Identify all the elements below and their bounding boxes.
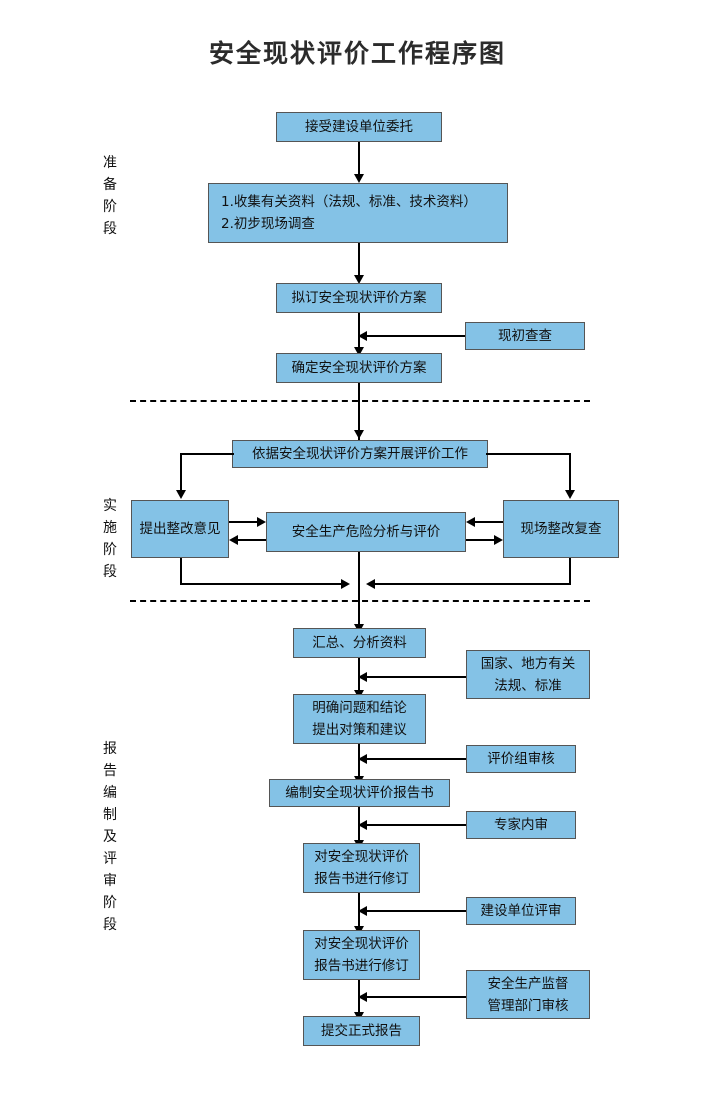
arrowhead-left-regs xyxy=(358,672,367,682)
arrowhead-left-evalgroup xyxy=(358,754,367,764)
arrowhead-left-rect-in xyxy=(229,535,238,545)
arrowhead-down-collect xyxy=(354,174,364,183)
node-construction-unit-review-label: 建设单位评审 xyxy=(480,903,562,919)
node-onsite-recheck-label: 现场整改复查 xyxy=(520,521,602,537)
node-construction-unit-review[interactable]: 建设单位评审 xyxy=(466,897,576,925)
arrowhead-down-confirm xyxy=(354,347,364,356)
node-compile-report-label: 编制安全现状评价报告书 xyxy=(285,785,434,801)
node-eval-group-review[interactable]: 评价组审核 xyxy=(466,745,576,773)
node-carry-out-evaluation[interactable]: 依据安全现状评价方案开展评价工作 xyxy=(232,440,488,468)
node-onsite-recheck[interactable]: 现场整改复查 xyxy=(503,500,619,558)
node-draft-plan[interactable]: 拟订安全现状评价方案 xyxy=(276,283,442,313)
connector-bottom-right-bus xyxy=(375,583,571,585)
node-hazard-analysis[interactable]: 安全生产危险分析与评价 xyxy=(266,512,466,552)
connector-bottom-left-bus xyxy=(180,583,343,585)
connector-regs-to-mainline xyxy=(366,676,466,678)
node-clarify-problems[interactable]: 明确问题和结论 提出对策和建议 xyxy=(293,694,426,744)
connector-carryout-right-horizontal xyxy=(486,453,571,455)
node-draft-plan-label: 拟订安全现状评价方案 xyxy=(291,290,427,306)
node-confirm-plan-label: 确定安全现状评价方案 xyxy=(291,360,427,376)
connector-accept-to-collect xyxy=(358,142,360,176)
stage-label-implementation: 实施阶段 xyxy=(103,498,117,580)
stage-divider-preparation-implementation xyxy=(130,400,590,402)
connector-recheck-down xyxy=(569,558,571,584)
arrowhead-left-safetysupervision xyxy=(358,992,367,1002)
stage-label-preparation: 准备阶段 xyxy=(103,155,117,237)
connector-evalgroup-to-mainline xyxy=(366,758,466,760)
node-clarify-problems-line2: 提出对策和建议 xyxy=(312,722,407,738)
node-preliminary-survey[interactable]: 现初查查 xyxy=(465,322,585,350)
arrowhead-left-expert xyxy=(358,820,367,830)
node-expert-internal-review-label: 专家内审 xyxy=(494,817,548,833)
node-confirm-plan[interactable]: 确定安全现状评价方案 xyxy=(276,353,442,383)
connector-safetysupervision-to-mainline xyxy=(366,996,466,998)
arrowhead-down-propose-rectification xyxy=(176,490,186,499)
connector-rect-to-hazard xyxy=(229,521,258,523)
node-carry-out-evaluation-label: 依据安全现状评价方案开展评价工作 xyxy=(252,446,468,462)
connector-hazard-to-recheck xyxy=(466,539,495,541)
arrowhead-down-onsite-recheck xyxy=(565,490,575,499)
connector-hazard-down xyxy=(358,552,360,584)
node-summarize-analyze-label: 汇总、分析资料 xyxy=(312,635,407,651)
connector-recheck-to-hazard xyxy=(474,521,503,523)
node-preliminary-survey-label: 现初查查 xyxy=(498,328,552,344)
arrowhead-right-merge-left xyxy=(341,579,350,589)
node-collect-data-line2: 2.初步现场调查 xyxy=(221,216,315,232)
arrowhead-left-survey xyxy=(358,331,367,341)
connector-carryout-left-vertical xyxy=(180,453,182,496)
node-safety-supervision-review-line1: 安全生产监督 xyxy=(487,975,569,992)
arrowhead-left-hazard-in xyxy=(466,517,475,527)
node-accept-commission[interactable]: 接受建设单位委托 xyxy=(276,112,442,142)
node-revise-report-second-line2: 报告书进行修订 xyxy=(314,958,409,974)
node-propose-rectification-label: 提出整改意见 xyxy=(139,521,221,537)
node-propose-rectification[interactable]: 提出整改意见 xyxy=(131,500,229,558)
stage-divider-implementation-reporting xyxy=(130,600,590,602)
node-collect-data[interactable]: 1.收集有关资料（法规、标准、技术资料） 2.初步现场调查 xyxy=(208,183,508,243)
arrowhead-right-hazard-in xyxy=(257,517,266,527)
node-hazard-analysis-label: 安全生产危险分析与评价 xyxy=(291,524,441,540)
node-revise-report-first-line1: 对安全现状评价 xyxy=(314,849,409,865)
connector-hazard-to-rect xyxy=(237,539,266,541)
connector-expert-to-mainline xyxy=(366,824,466,826)
arrowhead-left-constructionunit xyxy=(358,906,367,916)
node-safety-supervision-review-line2: 管理部门审核 xyxy=(487,997,569,1014)
node-safety-supervision-review[interactable]: 安全生产监督 管理部门审核 xyxy=(466,970,590,1019)
connector-carryout-left-horizontal xyxy=(180,453,234,455)
connector-merge-to-summarize xyxy=(358,583,360,632)
node-accept-commission-label: 接受建设单位委托 xyxy=(305,119,413,135)
arrowhead-right-recheck-in xyxy=(494,535,503,545)
node-national-local-regulations[interactable]: 国家、地方有关 法规、标准 xyxy=(466,650,590,699)
node-summarize-analyze[interactable]: 汇总、分析资料 xyxy=(293,628,426,658)
node-revise-report-second-line1: 对安全现状评价 xyxy=(314,936,409,952)
connector-survey-to-mainline xyxy=(366,335,465,337)
page-title: 安全现状评价工作程序图 xyxy=(208,39,506,68)
node-expert-internal-review[interactable]: 专家内审 xyxy=(466,811,576,839)
node-submit-final-report[interactable]: 提交正式报告 xyxy=(303,1016,420,1046)
node-revise-report-first[interactable]: 对安全现状评价 报告书进行修订 xyxy=(303,843,420,893)
arrowhead-down-carryout xyxy=(354,430,364,439)
node-national-local-regulations-line2: 法规、标准 xyxy=(494,677,562,694)
arrowhead-left-merge-right xyxy=(366,579,375,589)
node-collect-data-line1: 1.收集有关资料（法规、标准、技术资料） xyxy=(221,194,477,210)
node-eval-group-review-label: 评价组审核 xyxy=(487,751,555,767)
connector-confirm-to-carryout xyxy=(358,383,360,440)
node-clarify-problems-line1: 明确问题和结论 xyxy=(312,700,407,716)
connector-rect-down xyxy=(180,558,182,584)
stage-label-reporting: 报告编制及评审阶段 xyxy=(103,741,117,933)
node-revise-report-first-line2: 报告书进行修订 xyxy=(314,871,409,887)
connector-carryout-right-vertical xyxy=(569,453,571,496)
node-compile-report[interactable]: 编制安全现状评价报告书 xyxy=(269,779,450,807)
node-national-local-regulations-line1: 国家、地方有关 xyxy=(480,655,576,672)
connector-collect-to-draft xyxy=(358,243,360,279)
node-revise-report-second[interactable]: 对安全现状评价 报告书进行修订 xyxy=(303,930,420,980)
node-submit-final-report-label: 提交正式报告 xyxy=(321,1023,402,1039)
connector-constructionunit-to-mainline xyxy=(366,910,466,912)
arrowhead-down-draft xyxy=(354,275,364,284)
